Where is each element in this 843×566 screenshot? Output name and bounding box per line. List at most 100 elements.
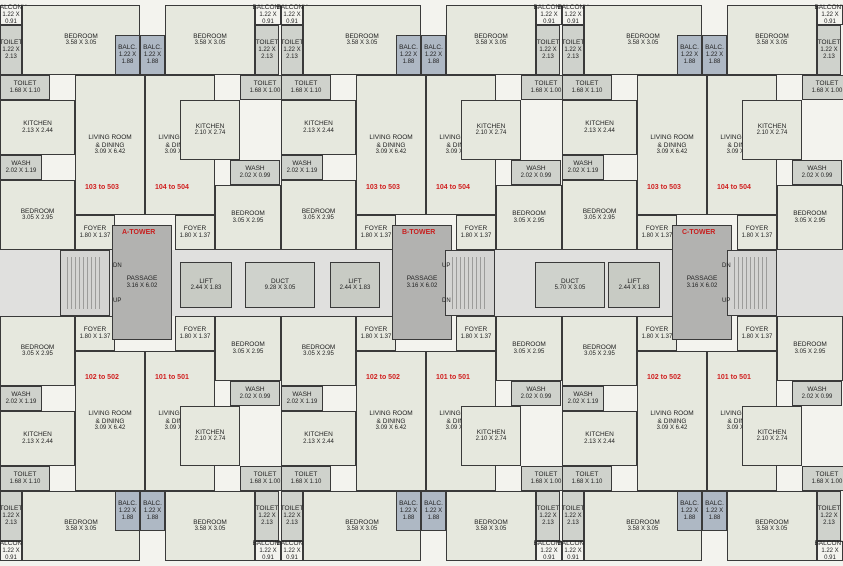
room-name: BALC.	[399, 44, 418, 52]
room-name: BALCONY	[0, 4, 27, 12]
unit-number-label: 102 to 502	[366, 374, 400, 381]
room-name: BALC.	[118, 500, 137, 508]
room-name: BEDROOM	[793, 210, 827, 218]
room-dimension: 1.68 X 1.00	[811, 478, 843, 485]
unit-number-label: 103 to 503	[85, 184, 119, 191]
room-name: LIVING ROOM	[88, 410, 132, 418]
room-name: BALC.	[118, 44, 137, 52]
room-name: TOILET	[13, 80, 37, 88]
room-dimension: 3.58 X 3.05	[346, 40, 378, 47]
room-name: KITCHEN	[23, 120, 52, 128]
room-dimension: 2.13 X 2.44	[303, 438, 334, 445]
room-name: BALCONY	[557, 540, 589, 548]
room-dimension: 1.22 X 0.91	[540, 11, 558, 25]
room-name: BALC.	[705, 500, 724, 508]
room-name: KITCHEN	[585, 431, 614, 439]
room-name: WASH	[11, 160, 31, 168]
room-dimension: 3.58 X 3.05	[346, 526, 378, 533]
room-dimension: 2.02 X 1.19	[567, 398, 599, 405]
room-dimension: 1.22 X 0.91	[2, 11, 20, 25]
room-dimension: 1.68 X 1.10	[9, 478, 41, 485]
balcony-room: BALC.1.22 X 1.88	[115, 491, 140, 531]
room-dimension: 2.02 X 0.99	[801, 172, 833, 179]
room-name: KITCHEN	[195, 428, 225, 436]
room-dimension: 2.02 X 1.19	[5, 398, 37, 405]
room-name-2: & DINING	[95, 141, 125, 149]
room-dimension: 1.68 X 1.00	[530, 478, 562, 485]
room-name: LIFT	[199, 277, 213, 285]
room-name: BALC.	[399, 500, 418, 508]
room-name: BALCONY	[252, 540, 284, 548]
room-name: BEDROOM	[474, 32, 508, 40]
room-dimension: 1.22 X 2.13	[564, 46, 582, 60]
room-dimension: 1.22 X 1.88	[424, 51, 443, 65]
room-name: BEDROOM	[345, 518, 379, 526]
room-name: TOILET	[534, 80, 558, 88]
unit-number-label: 104 to 504	[717, 184, 751, 191]
room-dimension: 1.68 X 1.10	[9, 87, 41, 94]
room-dimension: 3.05 X 2.95	[584, 215, 615, 222]
tower-label: C-TOWER	[680, 228, 718, 237]
room-dimension: 2.02 X 1.19	[567, 167, 599, 174]
room-dimension: 3.58 X 3.05	[65, 526, 97, 533]
room-dimension: 1.22 X 1.88	[118, 51, 137, 65]
room-dimension: 3.05 X 2.95	[22, 351, 53, 358]
room-name: TOILET	[817, 39, 841, 47]
room-name: TOILET	[536, 505, 560, 513]
room-dimension: 3.05 X 2.95	[232, 348, 264, 355]
unit-number-label: 102 to 502	[647, 374, 681, 381]
room-name: BALC.	[424, 500, 443, 508]
room-name: BEDROOM	[755, 32, 789, 40]
room-dimension: 2.10 X 2.74	[756, 130, 788, 137]
room-dimension: 3.05 X 2.95	[584, 351, 615, 358]
room-dimension: 2.44 X 1.83	[339, 285, 371, 292]
room-name: KITCHEN	[23, 431, 52, 439]
room-name: BALCONY	[557, 4, 589, 12]
room-name: TOILET	[294, 80, 318, 88]
room-dimension: 2.02 X 0.99	[801, 393, 833, 400]
stair-direction-label: DN	[113, 263, 122, 269]
room-name: BEDROOM	[193, 32, 227, 40]
balcony-room: BALC.1.22 X 1.88	[140, 35, 165, 75]
room-dimension: 1.22 X 0.91	[283, 547, 301, 561]
stair-direction-label: UP	[113, 298, 122, 304]
room-name: BEDROOM	[626, 518, 660, 526]
unit-number-label: 101 to 501	[717, 374, 751, 381]
room-dimension: 3.05 X 2.95	[232, 217, 264, 224]
room-name: LIVING ROOM	[369, 134, 413, 142]
room-name: TOILET	[575, 80, 599, 88]
balcony-room: BALC.1.22 X 1.88	[677, 35, 702, 75]
room-dimension: 1.22 X 2.13	[820, 46, 838, 60]
room-name: WASH	[292, 160, 312, 168]
